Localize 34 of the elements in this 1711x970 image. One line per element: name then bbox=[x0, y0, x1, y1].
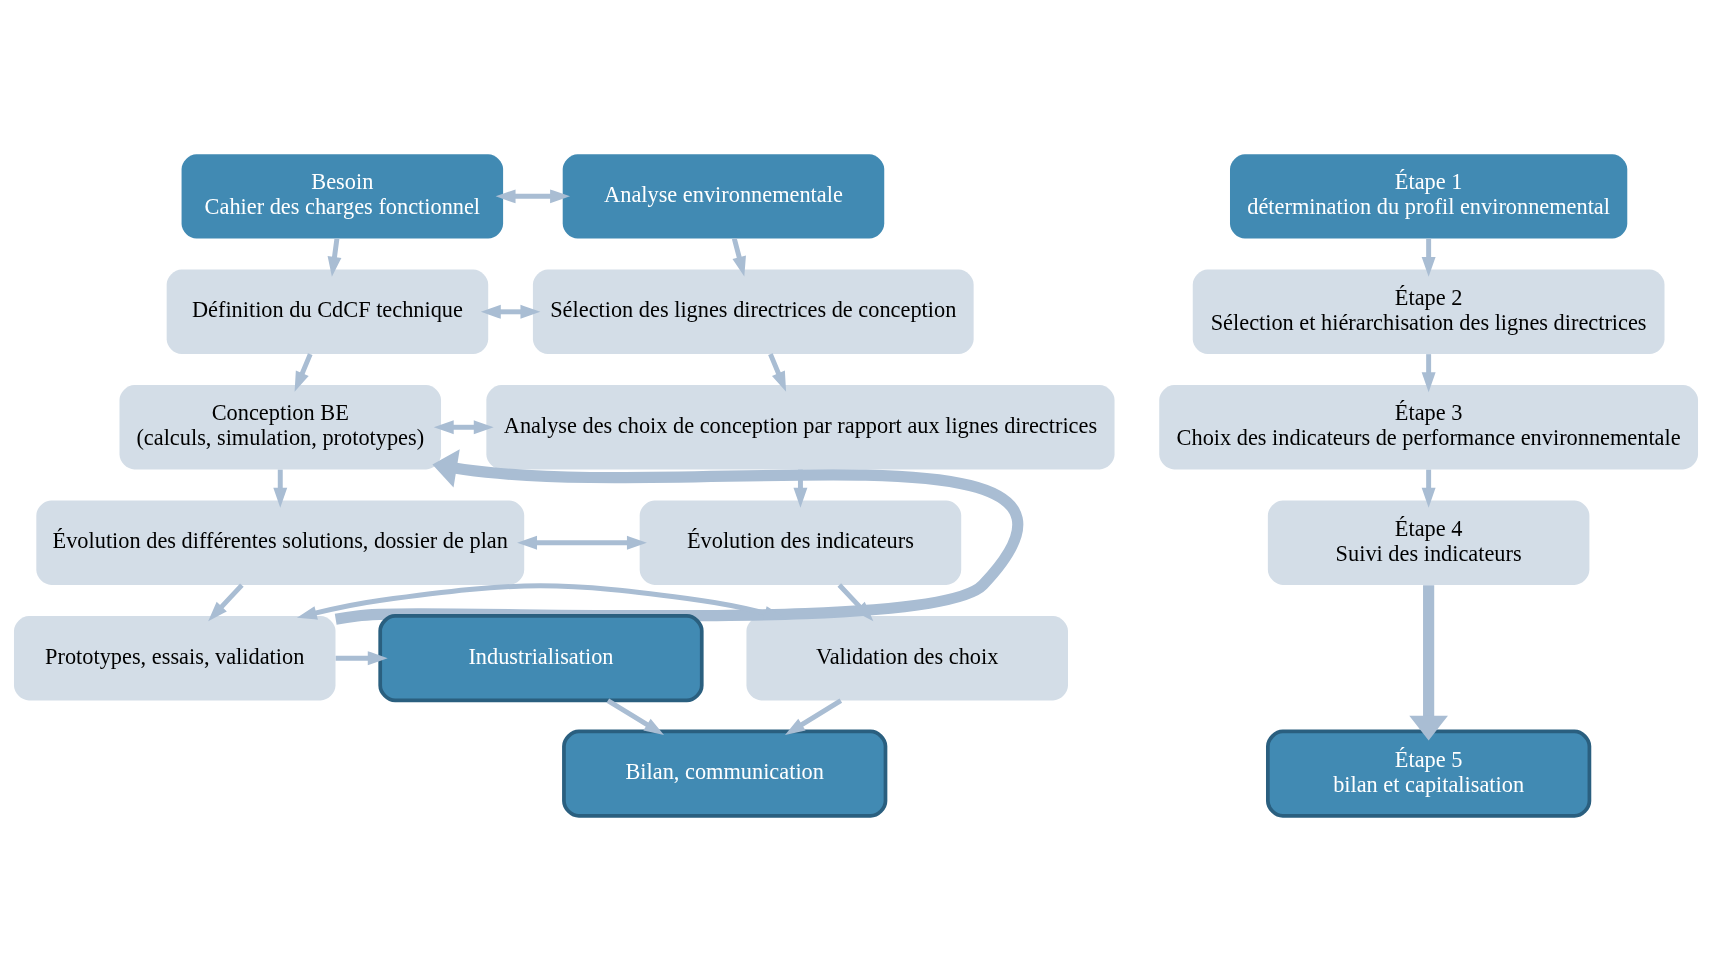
arrow bbox=[516, 535, 647, 550]
arrow bbox=[433, 420, 494, 435]
node-box: Étape 2 Sélection et hiérarchisation des lignes directrices bbox=[1192, 269, 1664, 354]
node-box: Prototypes, essais, validation bbox=[13, 616, 335, 701]
arrow bbox=[495, 189, 570, 204]
node-box: Industrialisation bbox=[377, 614, 704, 703]
arrow bbox=[767, 353, 786, 392]
node-box: Validation des choix bbox=[745, 616, 1068, 701]
node-box: Étape 3 Choix des indicateurs de performance environnementale bbox=[1158, 385, 1698, 470]
node-box: Analyse des choix de conception par rapport aux lignes directrices bbox=[485, 385, 1115, 470]
arrow bbox=[606, 698, 664, 736]
node-box: Étape 5 bilan et capitalisation bbox=[1265, 729, 1591, 818]
node-box: Définition du CdCF technique bbox=[166, 269, 488, 354]
node-box: Évolution des différentes solutions, dossier de plan bbox=[35, 500, 524, 585]
arrow bbox=[1421, 238, 1436, 277]
node-box: Besoin Cahier des charges fonctionnel bbox=[181, 154, 503, 239]
node-box: Étape 1 détermination du profil environnemental bbox=[1229, 154, 1627, 239]
node-box: Analyse environnementale bbox=[562, 154, 884, 239]
node-box: Étape 4 Suivi des indicateurs bbox=[1267, 500, 1589, 585]
arrow bbox=[272, 469, 287, 508]
arrow bbox=[731, 238, 746, 277]
arrow bbox=[1421, 469, 1436, 508]
arrow bbox=[207, 583, 244, 622]
node-box: Sélection des lignes directrices de conception bbox=[532, 269, 974, 354]
arrow bbox=[1421, 354, 1436, 393]
arrow bbox=[294, 353, 313, 392]
node-box: Bilan, communication bbox=[561, 729, 887, 818]
arrow bbox=[1408, 585, 1448, 741]
arrow bbox=[335, 651, 388, 666]
arrow bbox=[784, 698, 842, 736]
node-box: Évolution des indicateurs bbox=[639, 500, 961, 585]
arrow bbox=[327, 238, 341, 277]
node-box: Conception BE (calculs, simulation, prototypes) bbox=[119, 385, 441, 470]
arrow bbox=[480, 304, 540, 319]
